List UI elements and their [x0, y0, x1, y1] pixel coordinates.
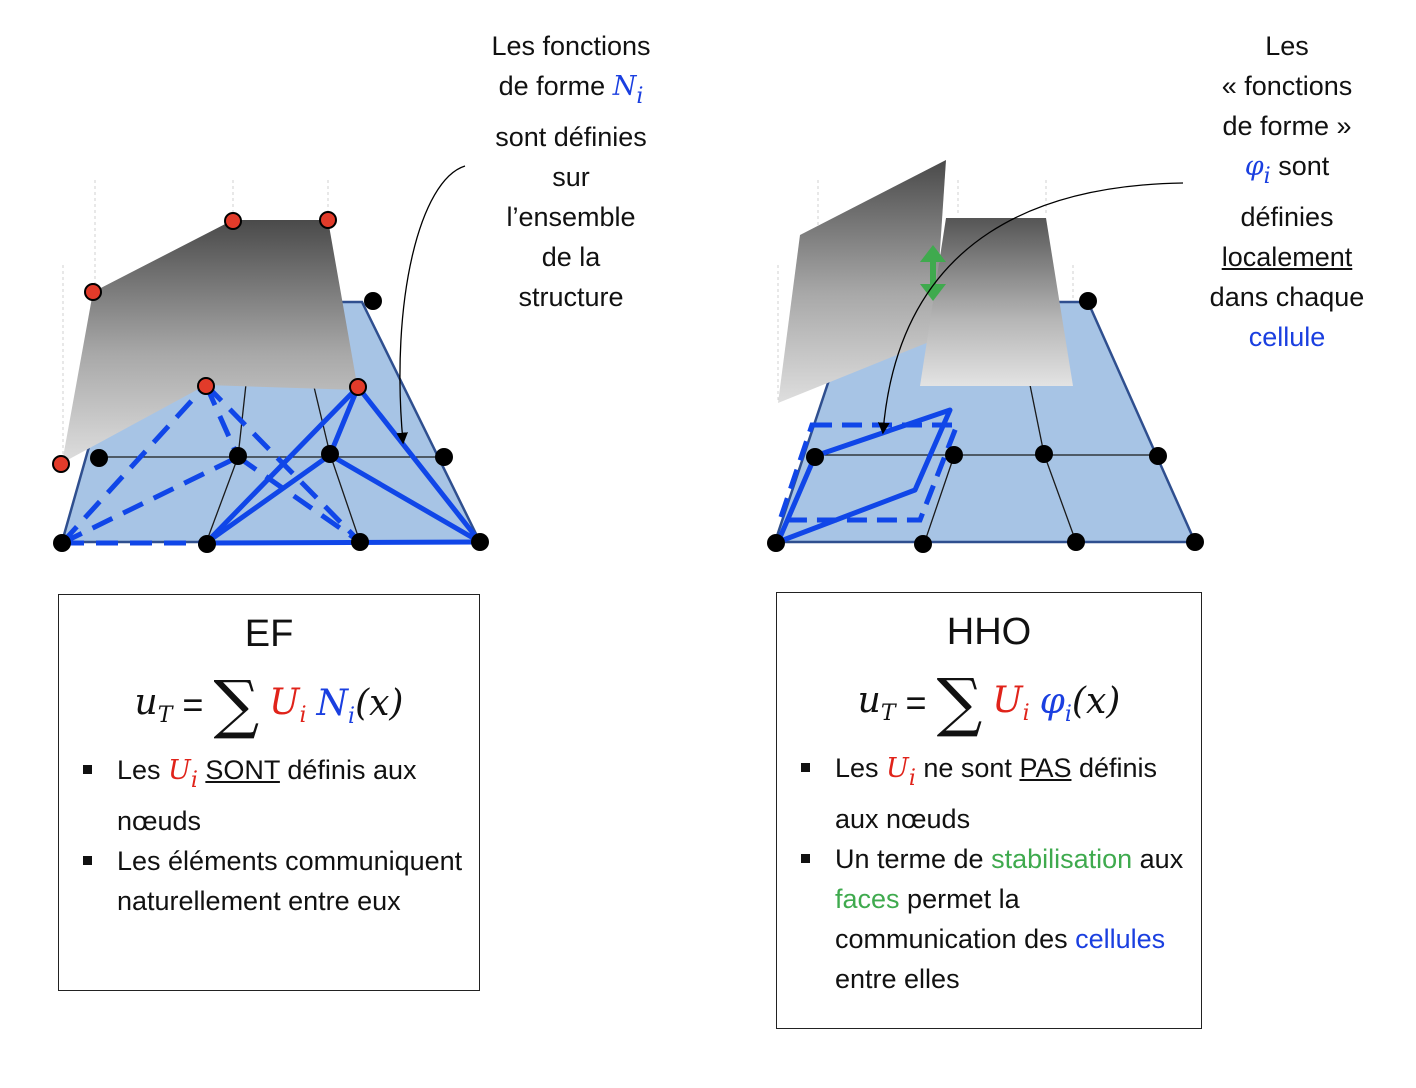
- hho-formula: uT = ∑ Ui φi(x): [777, 668, 1201, 738]
- hho-surface-left: [778, 160, 946, 403]
- ef-callout-arrow: [396, 165, 466, 445]
- hho-callout-line: de forme »: [1222, 111, 1352, 141]
- bullet-text: aux: [1132, 844, 1184, 874]
- formula-equals: =: [905, 682, 927, 723]
- hho-callout-line: φi sont: [1190, 146, 1384, 197]
- hho-callout-line: localement: [1221, 242, 1353, 272]
- ef-diagram: [52, 165, 489, 553]
- cellules-word: cellules: [1075, 924, 1166, 954]
- ef-callout-line: de forme Ni: [470, 66, 672, 117]
- hho-box: HHO uT = ∑ Ui φi(x) Les Ui ne sont PAS d…: [776, 592, 1202, 1029]
- ef-callout-line: Les fonctions: [491, 31, 651, 61]
- hho-callout-line: définies: [1240, 202, 1334, 232]
- coef-subscript: i: [1022, 701, 1030, 726]
- bullet-emphasis: PAS: [1019, 753, 1072, 783]
- coef-symbol: Ui: [886, 753, 916, 791]
- coef-letter: U: [269, 682, 300, 723]
- func-subscript: i: [348, 703, 356, 729]
- symbol-subscript: i: [908, 766, 916, 791]
- func-letter: N: [316, 682, 349, 724]
- hho-callout-text-fragment: sont: [1270, 151, 1330, 181]
- bullet-text: Un terme de: [835, 844, 992, 874]
- ef-callout-text-fragment: de forme: [498, 71, 613, 101]
- coef-letter: U: [992, 680, 1023, 721]
- formula-lhs: uT: [858, 680, 896, 726]
- bullet-text: permet la communication des: [835, 884, 1076, 954]
- ef-callout-line: l’ensemble: [506, 202, 636, 232]
- bullet-text: entre elles: [835, 964, 960, 994]
- ef-callout-text: Les fonctions de forme Ni sont définies …: [470, 26, 672, 317]
- func-argument: (x): [355, 682, 404, 724]
- ef-formula: uT = ∑ Ui Ni(x): [59, 670, 479, 740]
- symbol-letter: N: [612, 71, 637, 102]
- func-argument: (x): [1071, 680, 1121, 722]
- ef-shape-dashed: [60, 383, 362, 546]
- symbol-letter: U: [886, 753, 909, 784]
- ef-callout-line: de la: [541, 242, 601, 272]
- bullet-text: définis aux nœuds: [835, 753, 1158, 834]
- lhs-letter: u: [857, 680, 881, 721]
- hho-callout-line: dans chaque: [1209, 282, 1365, 312]
- symbol-letter: U: [168, 755, 191, 786]
- ef-shape-surface: [62, 220, 358, 463]
- ef-title: EF: [244, 613, 294, 655]
- local-shape-function-symbol: φi: [1244, 151, 1271, 189]
- lhs-subscript: T: [880, 701, 896, 726]
- bullet-text: définis aux nœuds: [117, 755, 417, 836]
- lhs-subscript: T: [157, 703, 173, 728]
- bullet-emphasis: SONT: [205, 755, 280, 785]
- ef-bullet-1: Les Ui SONT définis aux nœuds: [83, 750, 479, 841]
- symbol-subscript: i: [636, 84, 644, 109]
- symbol-subscript: i: [1263, 164, 1271, 189]
- hho-callout-line: Les: [1265, 31, 1309, 61]
- hho-callout-line: cellule: [1248, 322, 1326, 352]
- hho-mesh-lines: [815, 384, 1158, 545]
- hho-callout-text: Les « fonctions de forme » φi sont défin…: [1190, 26, 1384, 357]
- lhs-letter: u: [134, 682, 158, 723]
- bullet-text: ne sont: [915, 753, 1020, 783]
- symbol-subscript: i: [190, 768, 198, 793]
- shape-function-symbol: Ni: [612, 71, 644, 109]
- formula-func: Ni(x): [317, 682, 404, 729]
- hho-surface-right: [920, 218, 1073, 386]
- formula-coef: Ui: [269, 682, 306, 728]
- hho-bullets: Les Ui ne sont PAS définis aux nœuds Un …: [777, 748, 1201, 999]
- ef-red-nodes: [52, 211, 367, 473]
- sum-symbol: ∑: [936, 666, 983, 740]
- func-subscript: i: [1064, 701, 1072, 727]
- func-letter: φ: [1039, 680, 1065, 722]
- bullet-text: Les: [117, 755, 169, 785]
- hho-callout-arrow: [877, 182, 1184, 435]
- stabilisation-word: stabilisation: [991, 844, 1133, 874]
- hho-diagram: [767, 160, 1204, 553]
- hho-bullet-1: Les Ui ne sont PAS définis aux nœuds: [801, 748, 1201, 839]
- symbol-letter: φ: [1244, 151, 1264, 182]
- hho-black-nodes: [767, 292, 1204, 553]
- ef-box: EF uT = ∑ Ui Ni(x) Les Ui SONT définis a…: [58, 594, 480, 991]
- formula-equals: =: [182, 684, 204, 725]
- ef-callout-line: structure: [518, 282, 624, 312]
- hho-cell-solid: [775, 407, 953, 545]
- coef-subscript: i: [299, 703, 307, 728]
- coef-symbol: Ui: [168, 755, 198, 793]
- formula-func: φi(x): [1040, 680, 1121, 727]
- ef-callout-line: sur: [552, 162, 590, 192]
- ef-bullet-2: Les éléments communiquent naturellement …: [83, 841, 479, 921]
- ef-black-nodes: [53, 292, 489, 553]
- ef-callout-line: sont définies: [495, 122, 647, 152]
- formula-lhs: uT: [135, 682, 173, 728]
- hho-callout-line: « fonctions: [1221, 71, 1353, 101]
- hho-guide-lines: [777, 180, 1074, 400]
- hho-bullet-2: Un terme de stabilisation aux faces perm…: [801, 839, 1201, 999]
- hho-title: HHO: [946, 611, 1032, 653]
- faces-word: faces: [835, 884, 900, 914]
- ef-bullets: Les Ui SONT définis aux nœuds Les élémen…: [59, 750, 479, 921]
- formula-coef: Ui: [992, 680, 1029, 726]
- bullet-text: Les: [835, 753, 887, 783]
- sum-symbol: ∑: [213, 668, 260, 742]
